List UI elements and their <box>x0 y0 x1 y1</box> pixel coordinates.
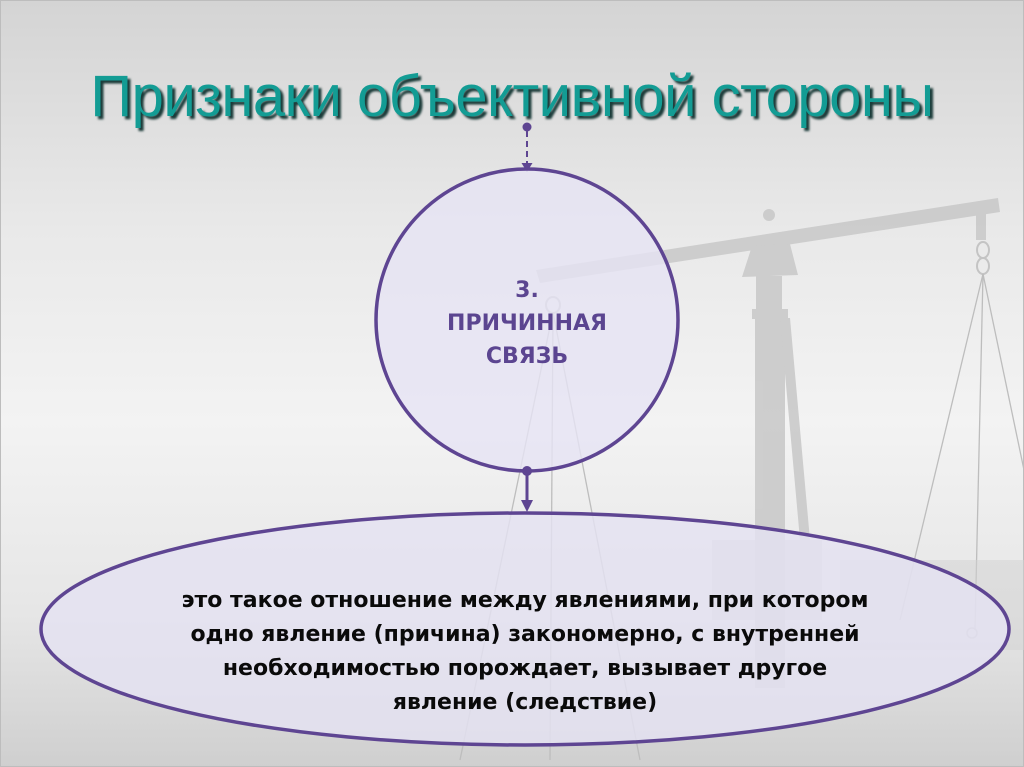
definition-line: одно явление (причина) закономерно, с вн… <box>190 622 860 647</box>
circle-line2: СВЯЗЬ <box>485 344 569 369</box>
definition-ellipse <box>39 511 1011 747</box>
definition-line: это такое отношение между явлениями, при… <box>181 588 869 613</box>
connector-dot-top <box>522 122 532 132</box>
slide-title: Признаки объективной стороны <box>90 64 934 129</box>
definition-line: явление (следствие) <box>392 690 658 715</box>
circle-label: 3. ПРИЧИННАЯ СВЯЗЬ <box>412 274 642 373</box>
definition-text: это такое отношение между явлениями, при… <box>100 584 950 720</box>
definition-line: необходимостью порождает, вызывает друго… <box>222 656 828 681</box>
circle-number: 3. <box>515 278 539 303</box>
circle-line1: ПРИЧИННАЯ <box>447 311 607 336</box>
